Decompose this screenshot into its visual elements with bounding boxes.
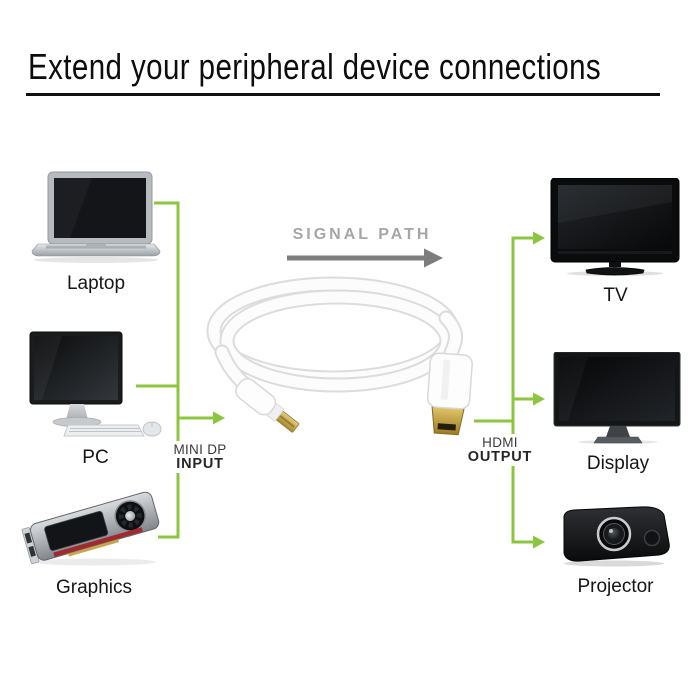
tv-icon (550, 177, 680, 276)
right-arrowheads (533, 231, 545, 549)
signal-path-label: SIGNAL PATH (292, 226, 432, 243)
signal-path-arrow (287, 248, 443, 268)
desktop-pc-icon (29, 331, 162, 437)
projector-arrowhead (533, 535, 545, 549)
left-connector-lines (136, 201, 213, 539)
cable-image (206, 276, 473, 436)
hdmi-connector-icon (426, 352, 473, 436)
display-label: Display (586, 453, 650, 474)
device-graphics: Graphics (20, 488, 168, 599)
device-projector: Projector (548, 505, 683, 598)
title-underline (26, 93, 660, 96)
device-laptop: Laptop (30, 168, 162, 295)
line-sources-trunk (154, 201, 180, 539)
input-arrowhead (213, 411, 225, 425)
laptop-label: Laptop (66, 273, 126, 294)
signal-arrowhead (424, 248, 443, 268)
projector-label: Projector (577, 576, 654, 597)
projector-icon (563, 506, 670, 567)
mini-dp-label-line: MINI DP (173, 442, 227, 457)
device-tv: TV (548, 177, 683, 307)
device-pc: PC (28, 330, 163, 469)
page-title: Extend your peripheral device connection… (28, 46, 602, 87)
tv-label: TV (603, 285, 628, 306)
left-arrowheads (213, 411, 225, 425)
monitor-icon (553, 351, 681, 444)
pc-label: PC (82, 447, 109, 468)
line-destinations-trunk (511, 236, 533, 544)
laptop-icon (31, 171, 161, 263)
hdmi-label-line: HDMI (482, 435, 518, 450)
tv-arrowhead (533, 231, 545, 245)
right-connector-lines (474, 236, 533, 544)
mini-dp-input-label: MINI DP INPUT (170, 441, 230, 473)
graphics-label: Graphics (55, 577, 133, 598)
cable-coil (206, 276, 463, 399)
device-display: Display (552, 351, 684, 475)
graphics-card-icon (21, 491, 160, 566)
output-label-line: OUTPUT (467, 449, 533, 465)
input-label-line: INPUT (176, 456, 224, 472)
mini-displayport-connector-icon (235, 378, 300, 433)
hdmi-output-label: HDMI OUTPUT (464, 434, 536, 466)
display-arrowhead (533, 392, 545, 406)
